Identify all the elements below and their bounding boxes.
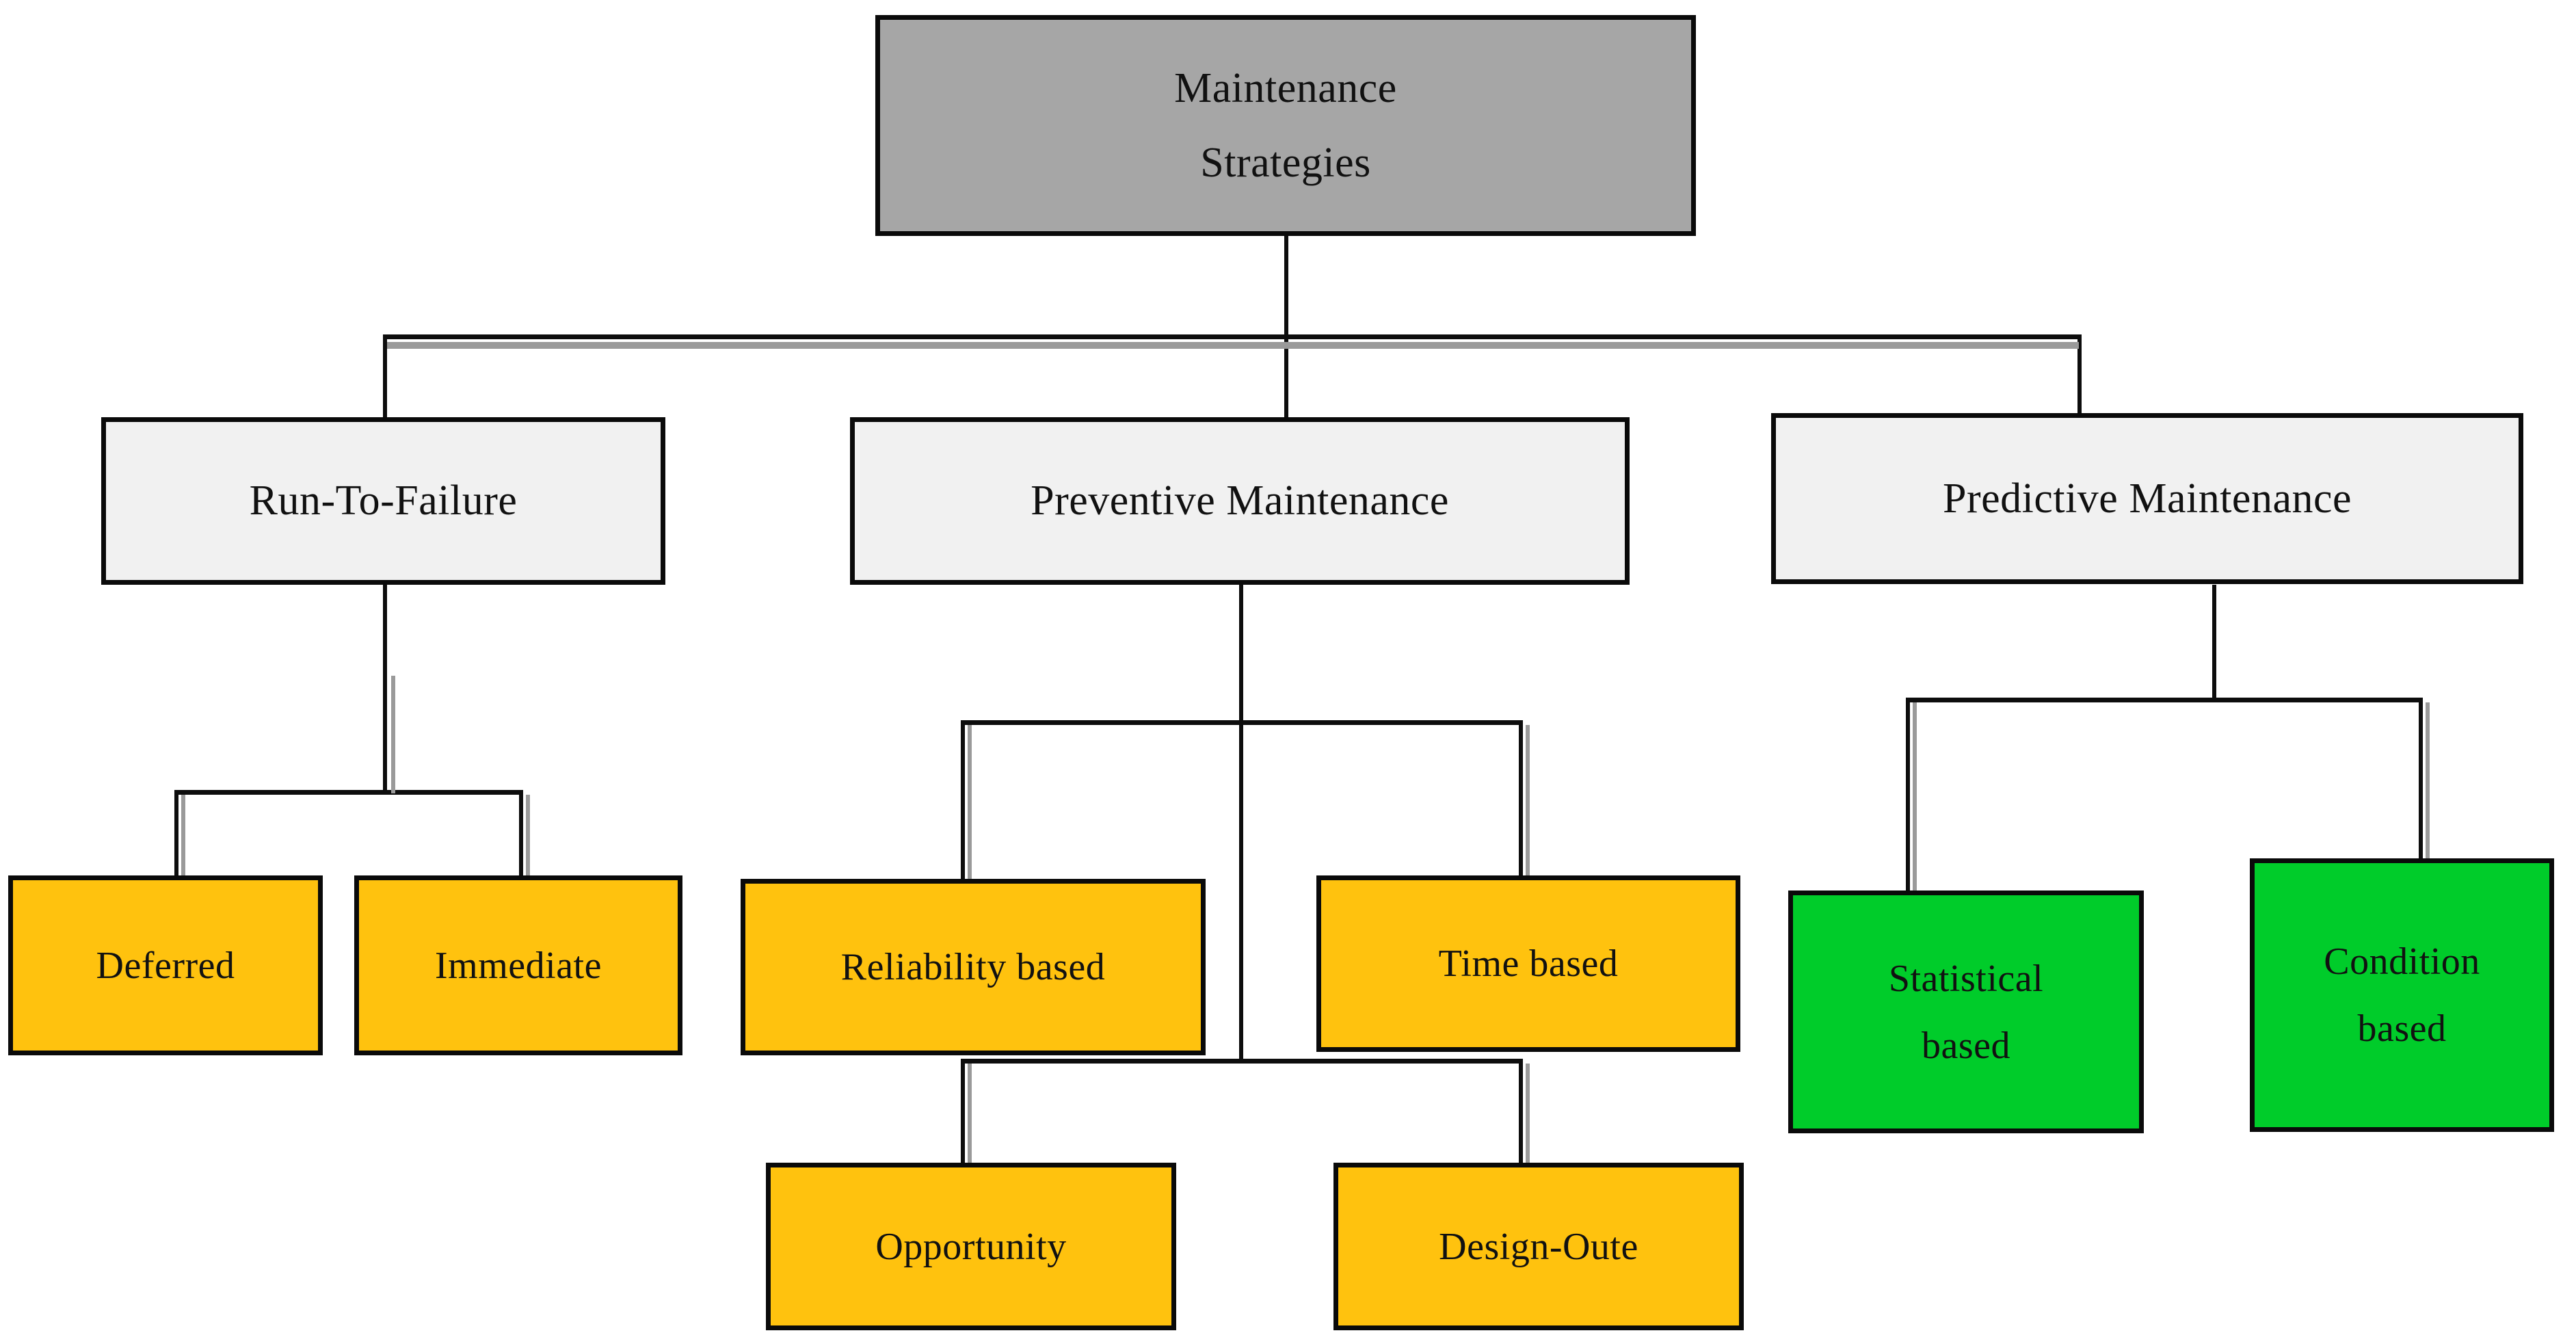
connector-to-design-oute-shadow: [1526, 1064, 1530, 1163]
connector-to-time-based: [1519, 720, 1523, 879]
connector-to-condition-based-shadow: [2426, 702, 2430, 858]
node-maintenance-strategies-line1: Maintenance: [1174, 65, 1397, 111]
node-preventive-maintenance-label: Preventive Maintenance: [1031, 477, 1449, 525]
connector-level2-bus-shadow: [387, 342, 2079, 349]
node-time-based[interactable]: Time based: [1316, 875, 1740, 1052]
node-design-oute-label: Design-Oute: [1439, 1225, 1638, 1268]
connector-root-stem: [1284, 236, 1288, 339]
connector-to-deferred: [174, 790, 178, 879]
node-predictive-maintenance-label: Predictive Maintenance: [1942, 475, 2352, 522]
connector-to-reliability-based-shadow: [968, 725, 972, 879]
connector-to-condition-based: [2419, 698, 2423, 858]
connector-preventive-upper-bus: [961, 720, 1523, 725]
node-condition-based-line2: based: [2357, 1007, 2447, 1050]
connector-run-to-failure-bus: [174, 790, 523, 795]
node-statistical-based[interactable]: Statistical based: [1788, 890, 2144, 1133]
connector-to-time-based-shadow: [1526, 725, 1530, 879]
node-immediate-label: Immediate: [435, 944, 602, 987]
node-predictive-maintenance[interactable]: Predictive Maintenance: [1771, 413, 2523, 584]
node-deferred[interactable]: Deferred: [8, 875, 323, 1055]
connector-bus-to-predictive: [2077, 334, 2082, 417]
connector-bus-to-preventive: [1284, 334, 1288, 417]
connector-to-opportunity: [961, 1059, 965, 1163]
connector-to-immediate: [519, 790, 523, 879]
connector-to-statistical-based: [1906, 698, 1910, 893]
node-deferred-label: Deferred: [96, 944, 235, 987]
connector-level2-bus: [383, 334, 2082, 339]
node-immediate[interactable]: Immediate: [354, 875, 682, 1055]
connector-preventive-lower-bus: [961, 1059, 1523, 1064]
node-maintenance-strategies-line2: Strategies: [1200, 139, 1371, 186]
connector-to-opportunity-shadow: [968, 1064, 972, 1163]
connector-run-to-failure-stem: [383, 585, 387, 793]
node-preventive-maintenance[interactable]: Preventive Maintenance: [850, 417, 1630, 585]
node-condition-based[interactable]: Condition based: [2250, 858, 2554, 1132]
node-condition-based-line1: Condition: [2324, 940, 2480, 983]
connector-to-immediate-shadow: [526, 795, 530, 879]
node-statistical-based-line1: Statistical: [1888, 957, 2044, 1000]
node-run-to-failure[interactable]: Run-To-Failure: [101, 417, 665, 585]
connector-to-statistical-based-shadow: [1913, 702, 1917, 893]
node-reliability-based-label: Reliability based: [840, 946, 1106, 988]
node-statistical-based-line2: based: [1921, 1024, 2010, 1067]
connector-predictive-bus: [1906, 698, 2423, 702]
node-run-to-failure-label: Run-To-Failure: [249, 477, 518, 525]
connector-to-design-oute: [1519, 1059, 1523, 1163]
node-time-based-label: Time based: [1438, 942, 1619, 985]
connector-predictive-stem: [2212, 585, 2216, 701]
node-maintenance-strategies[interactable]: Maintenance Strategies: [875, 15, 1696, 236]
connector-preventive-stem: [1239, 585, 1243, 1064]
connector-to-deferred-shadow: [181, 795, 185, 879]
connector-bus-to-run-to-failure: [383, 334, 387, 417]
connector-to-reliability-based: [961, 720, 965, 879]
node-reliability-based[interactable]: Reliability based: [741, 879, 1206, 1055]
node-design-oute[interactable]: Design-Oute: [1333, 1163, 1744, 1330]
node-opportunity-label: Opportunity: [875, 1225, 1067, 1268]
node-opportunity[interactable]: Opportunity: [766, 1163, 1176, 1330]
connector-run-to-failure-stem-shadow: [391, 676, 395, 793]
